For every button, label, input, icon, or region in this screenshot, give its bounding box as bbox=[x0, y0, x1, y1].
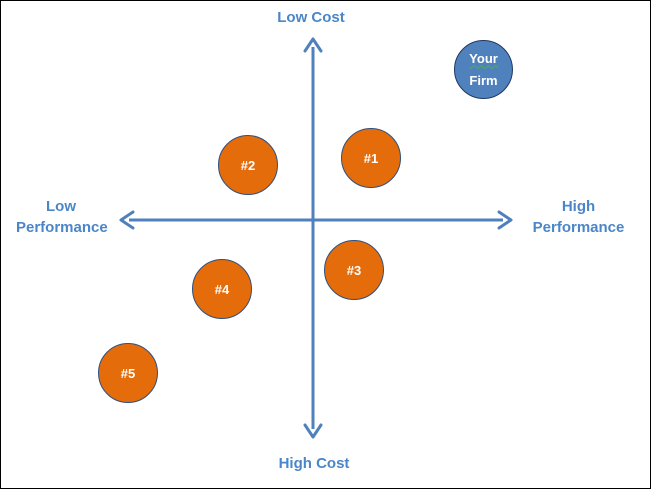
competitor-5-circle: #5 bbox=[98, 343, 158, 403]
competitor-3-circle: #3 bbox=[324, 240, 384, 300]
high-cost-label: High Cost bbox=[278, 455, 350, 472]
low-performance-label-line-2: Performance bbox=[16, 219, 108, 236]
horizontal-axis-left-arrowhead bbox=[119, 210, 135, 230]
your-firm-circle: Your Firm bbox=[454, 40, 513, 99]
competitor-1-circle: #1 bbox=[341, 128, 401, 188]
low-performance-label: Low Performance bbox=[16, 196, 108, 238]
vertical-axis-bottom-arrowhead bbox=[303, 423, 323, 439]
low-performance-label-line-1: Low bbox=[46, 198, 76, 215]
competitor-2-circle: #2 bbox=[218, 135, 278, 195]
horizontal-axis-right-arrowhead bbox=[497, 210, 513, 230]
high-performance-label-line-2: Performance bbox=[532, 219, 625, 236]
your-firm-label-line-2: Firm bbox=[469, 72, 498, 88]
high-performance-label: High Performance bbox=[521, 196, 636, 238]
low-cost-label: Low Cost bbox=[277, 9, 345, 26]
competitor-4-circle: #4 bbox=[192, 259, 252, 319]
high-performance-label-line-1: High bbox=[561, 198, 596, 215]
your-firm-label-line-1: Your bbox=[469, 50, 498, 66]
vertical-axis-top-arrowhead bbox=[303, 37, 323, 53]
